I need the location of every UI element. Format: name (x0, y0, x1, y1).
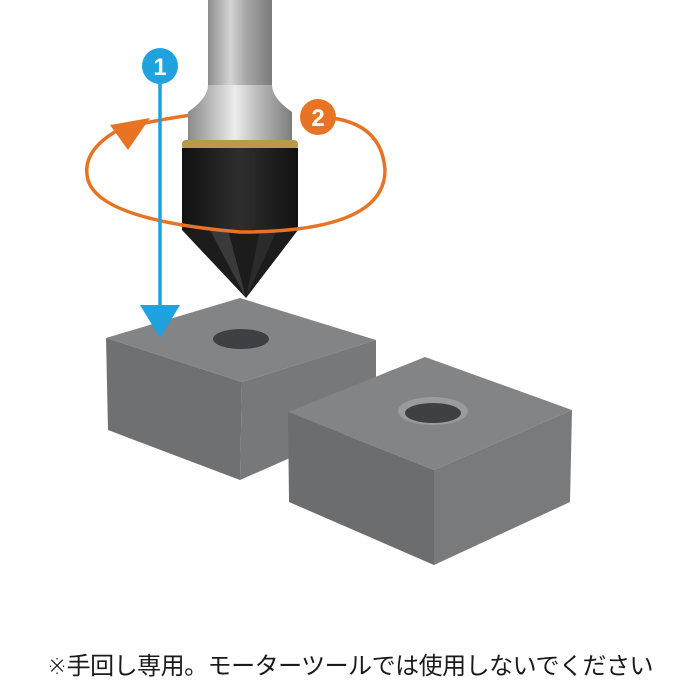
rotation-arrowhead-icon (110, 118, 150, 150)
svg-text:2: 2 (311, 105, 324, 132)
workpiece-block-left (106, 298, 376, 480)
countersink-tool (182, 0, 298, 298)
step-1-badge (142, 48, 178, 84)
step-2-badge (300, 99, 336, 135)
usage-caution-caption: ※手回し専用。モーターツールでは使用しないでください (47, 652, 653, 680)
svg-text:1: 1 (153, 54, 166, 81)
step-1-press-down-arrow: 1 (140, 48, 180, 338)
down-arrowhead-icon (140, 305, 180, 338)
step-2-rotate: 2 (300, 99, 336, 135)
rotation-ring-front (85, 116, 387, 234)
hole-icon (213, 329, 269, 349)
workpiece-block-right (288, 357, 572, 565)
